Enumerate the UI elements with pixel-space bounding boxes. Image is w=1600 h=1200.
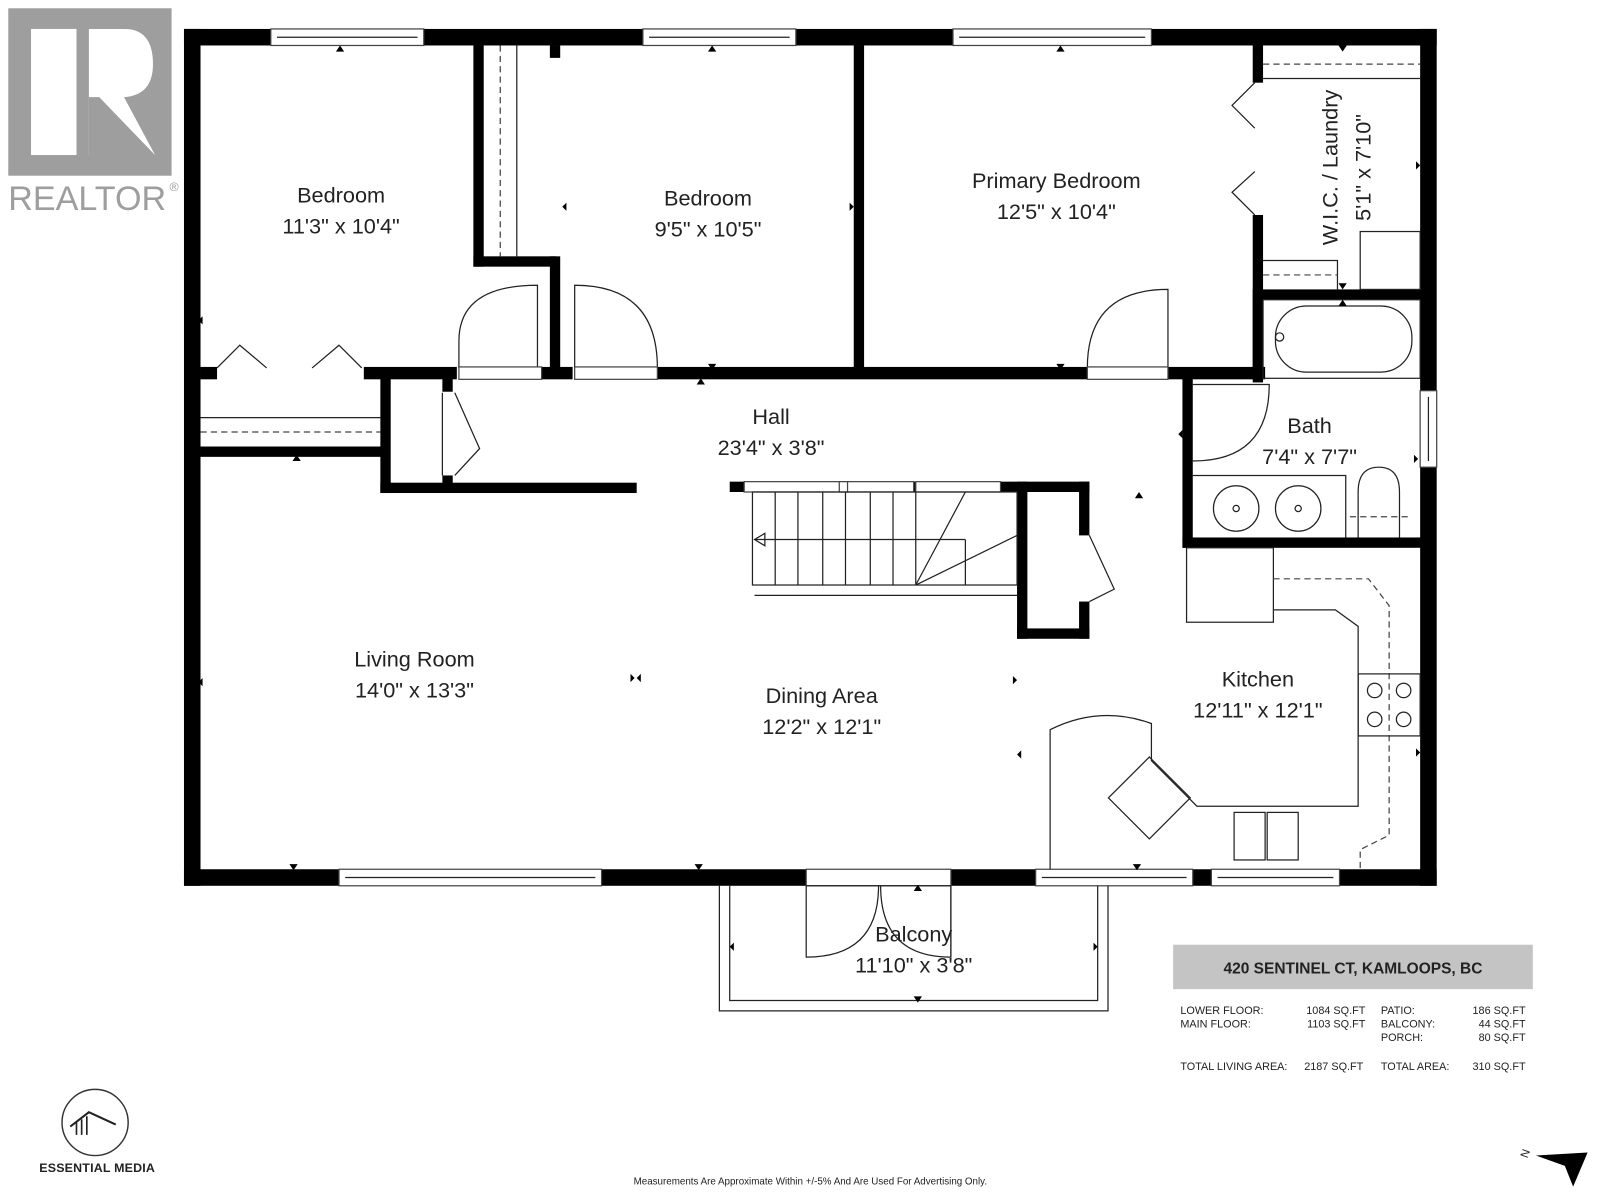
total-living-value: 2187 SQ.FT — [1304, 1061, 1363, 1073]
room-dims: 12'2" x 12'1" — [762, 714, 881, 739]
info-label: MAIN FLOOR: — [1180, 1018, 1250, 1030]
room-name: Hall — [752, 404, 789, 429]
room-name: W.I.C. / Laundry — [1317, 90, 1342, 246]
info-value: 186 SQ.FT — [1473, 1005, 1526, 1017]
registered-mark: ® — [170, 180, 179, 194]
north-label: N — [1519, 1148, 1533, 1160]
room-dims: 5'1" x 7'10" — [1351, 114, 1376, 221]
north-arrow-icon: N — [1519, 1148, 1588, 1187]
doors — [216, 82, 1270, 958]
essential-media-logo: ESSENTIAL MEDIA — [39, 1088, 155, 1175]
total-living-label: TOTAL LIVING AREA: — [1180, 1061, 1287, 1073]
room-dims: 9'5" x 10'5" — [655, 217, 762, 242]
address: 420 SENTINEL CT, KAMLOOPS, BC — [1223, 961, 1482, 978]
windows — [270, 28, 1438, 887]
room-name: Kitchen — [1222, 666, 1294, 691]
info-label: LOWER FLOOR: — [1180, 1005, 1263, 1017]
room-dims: 12'5" x 10'4" — [997, 199, 1116, 224]
room-dims: 7'4" x 7'7" — [1262, 444, 1357, 469]
info-label: BALCONY: — [1381, 1018, 1435, 1030]
balcony-outline — [718, 885, 1109, 1012]
room-dims: 11'10" x 3'8" — [855, 953, 972, 978]
room-name: Bedroom — [664, 186, 752, 211]
room-dims: 14'0" x 13'3" — [355, 678, 474, 703]
photographer-name: ESSENTIAL MEDIA — [39, 1161, 155, 1175]
info-value: 1084 SQ.FT — [1306, 1005, 1365, 1017]
room-name: Primary Bedroom — [972, 168, 1141, 193]
room-name: Bath — [1287, 413, 1332, 438]
realtor-logo-text: REALTOR — [8, 180, 166, 218]
property-info: 420 SENTINEL CT, KAMLOOPS, BC LOWER FLOO… — [1173, 944, 1533, 1073]
staircase — [751, 491, 1018, 596]
closet-shelves — [200, 45, 1421, 433]
room-name: Bedroom — [297, 183, 385, 208]
room-name: Living Room — [354, 647, 475, 672]
kitchen-fixtures — [1049, 547, 1421, 870]
address-banner — [1173, 944, 1533, 990]
room-dims: 11'3" x 10'4" — [282, 214, 399, 239]
room-dims: 12'11" x 12'1" — [1193, 697, 1322, 722]
total-area-label: TOTAL AREA: — [1381, 1061, 1450, 1073]
info-label: PATIO: — [1381, 1005, 1415, 1017]
info-value: 1103 SQ.FT — [1307, 1018, 1366, 1030]
room-name: Balcony — [875, 922, 952, 947]
room-dims: 23'4" x 3'8" — [718, 435, 825, 460]
room-labels: Bedroom 11'3" x 10'4" Bedroom 9'5" x 10'… — [282, 90, 1375, 978]
realtor-logo: REALTOR ® — [8, 8, 179, 218]
info-value: 44 SQ.FT — [1479, 1018, 1526, 1030]
info-label: PORCH: — [1381, 1032, 1423, 1044]
info-value: 80 SQ.FT — [1479, 1032, 1526, 1044]
room-name: Dining Area — [766, 683, 879, 708]
disclaimer: Measurements Are Approximate Within +/-5… — [634, 1176, 987, 1187]
total-area-value: 310 SQ.FT — [1473, 1061, 1526, 1073]
